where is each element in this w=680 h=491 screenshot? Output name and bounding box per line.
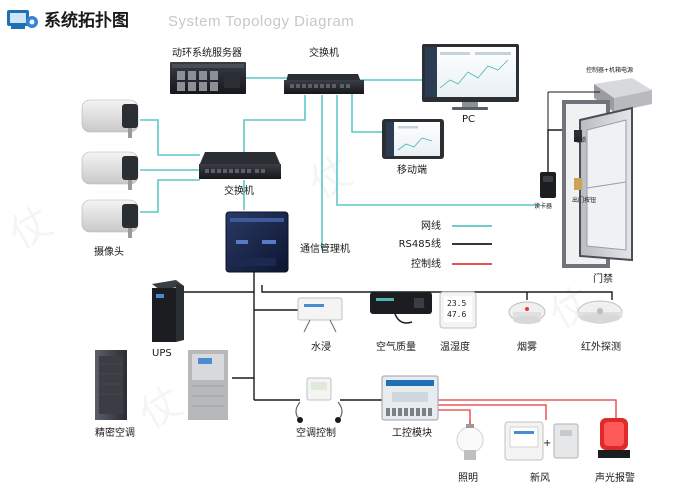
alarm-label: 声光报警 bbox=[595, 471, 635, 484]
camera-3[interactable] bbox=[81, 199, 139, 238]
topology-logo-icon bbox=[7, 10, 38, 29]
pc-monitor[interactable] bbox=[422, 44, 519, 110]
door-lock-label: 电锁 bbox=[574, 136, 586, 144]
mid-switch-label: 交换机 bbox=[224, 184, 254, 197]
page-subtitle: System Topology Diagram bbox=[168, 13, 354, 30]
legend-label-control: 控制线 bbox=[411, 257, 441, 270]
io-module-label: 工控模块 bbox=[392, 426, 432, 439]
watermark: 仗 仗 仗 仗 bbox=[2, 149, 600, 439]
controller-label: 控制器+机箱电源 bbox=[586, 66, 633, 74]
temp-humidity-sensor[interactable]: 23.5 47.6 bbox=[439, 291, 477, 329]
camera-label: 摄像头 bbox=[94, 245, 124, 258]
io-module[interactable] bbox=[381, 375, 439, 421]
lighting-label: 照明 bbox=[458, 472, 478, 484]
svg-text:仗: 仗 bbox=[132, 379, 190, 439]
pc-label: PC bbox=[462, 114, 475, 125]
precision-ac-label: 精密空调 bbox=[95, 426, 135, 439]
smoke-label: 烟雾 bbox=[517, 340, 537, 353]
server-label: 动环系统服务器 bbox=[172, 46, 242, 59]
door-access[interactable] bbox=[547, 91, 633, 268]
legend-label-network: 网线 bbox=[421, 219, 441, 232]
page-title: 系统拓扑图 bbox=[44, 10, 129, 31]
ac-control-label: 空调控制 bbox=[296, 426, 336, 439]
plus-icon: + bbox=[543, 438, 551, 449]
ups-label: UPS bbox=[152, 348, 172, 359]
server-rack[interactable] bbox=[170, 62, 246, 94]
mobile-label: 移动端 bbox=[397, 163, 427, 176]
legend-label-rs485: RS485线 bbox=[399, 237, 441, 250]
temp-readout: 23.5 bbox=[447, 299, 466, 308]
camera-2[interactable] bbox=[81, 151, 139, 190]
fresh-air-controller[interactable]: + bbox=[504, 421, 579, 461]
air-quality-label: 空气质量 bbox=[376, 340, 416, 353]
air-quality-sensor[interactable] bbox=[370, 292, 432, 324]
card-reader-label: 读卡器 bbox=[534, 202, 552, 210]
access-controller[interactable] bbox=[594, 0, 652, 112]
svg-text:仗: 仗 bbox=[302, 149, 360, 209]
comm-manager[interactable] bbox=[225, 211, 289, 273]
water-leak-sensor[interactable] bbox=[297, 297, 343, 333]
sound-light-alarm[interactable] bbox=[598, 418, 630, 458]
infrared-detector[interactable] bbox=[577, 300, 623, 324]
top-switch[interactable] bbox=[284, 74, 364, 94]
comm-manager-label: 通信管理机 bbox=[300, 242, 350, 255]
svg-text:仗: 仗 bbox=[2, 199, 60, 259]
light-bulb[interactable] bbox=[456, 424, 484, 460]
fresh-air-label: 新风 bbox=[530, 471, 550, 484]
precision-ac-unit-2[interactable] bbox=[188, 350, 228, 420]
infrared-label: 红外探测 bbox=[581, 340, 621, 353]
top-switch-label: 交换机 bbox=[309, 46, 339, 59]
exit-button-label: 出门按钮 bbox=[572, 196, 596, 204]
control-cables bbox=[438, 399, 617, 425]
legend: 网线 RS485线 控制线 bbox=[399, 219, 492, 270]
card-reader[interactable] bbox=[540, 172, 556, 198]
ac-controller[interactable] bbox=[295, 377, 343, 423]
ups[interactable] bbox=[152, 280, 184, 342]
mid-switch[interactable] bbox=[199, 152, 281, 179]
temp-humidity-label: 温湿度 bbox=[440, 340, 470, 353]
precision-ac-unit-1[interactable] bbox=[95, 350, 127, 420]
water-leak-label: 水浸 bbox=[311, 341, 331, 353]
camera-1[interactable] bbox=[81, 99, 139, 138]
smoke-detector[interactable] bbox=[508, 301, 546, 324]
door-access-label: 门禁 bbox=[593, 272, 613, 285]
humidity-readout: 47.6 bbox=[447, 310, 466, 319]
mobile-tablet[interactable] bbox=[382, 119, 444, 159]
header: 系统拓扑图 System Topology Diagram bbox=[7, 10, 354, 31]
